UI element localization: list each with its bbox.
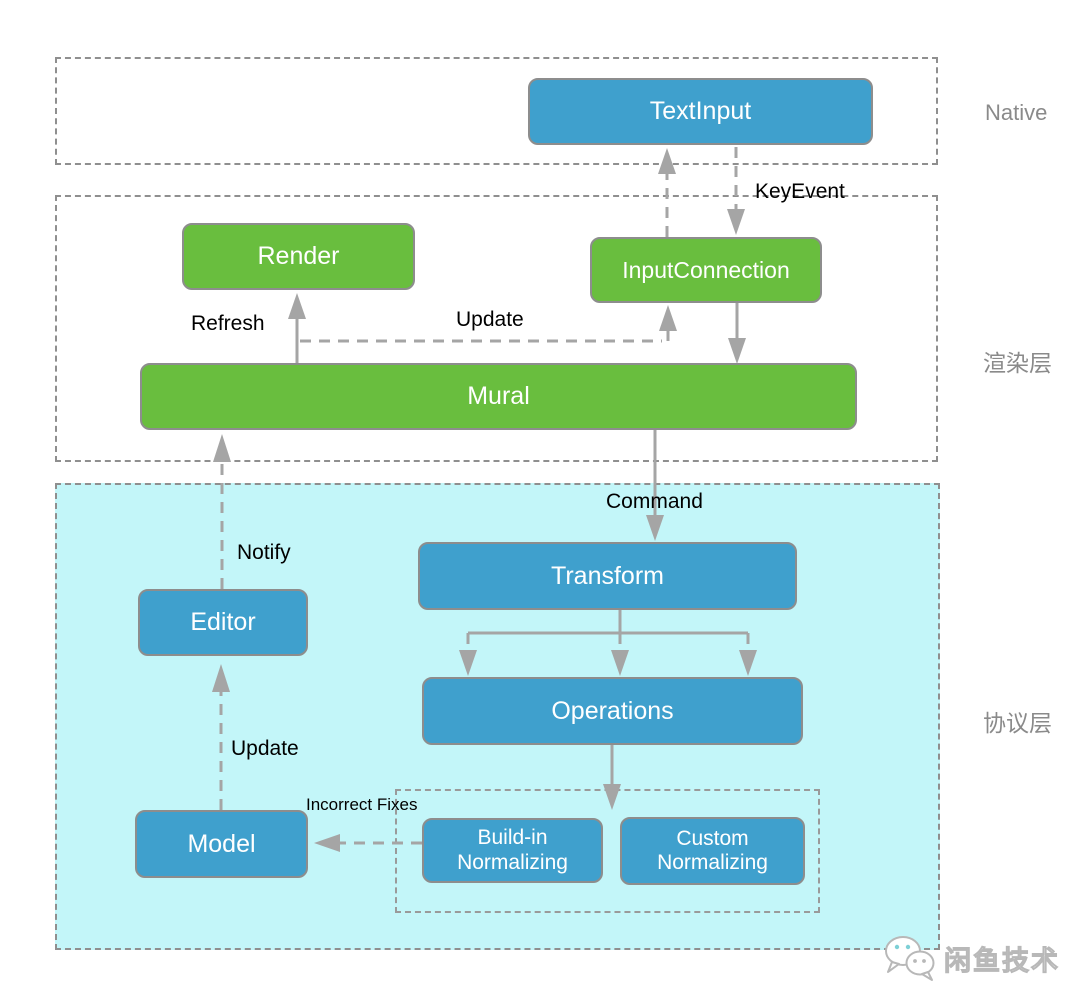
edge-label-refresh: Refresh (191, 312, 265, 335)
layer-label-render: 渲染层 (983, 350, 1052, 376)
layer-box-native (55, 57, 938, 165)
node-textinput-label: TextInput (649, 97, 752, 126)
node-custom-line2: Normalizing (657, 851, 768, 874)
edge-label-incorrect-fixes: Incorrect Fixes (306, 795, 418, 814)
chat-bubbles-icon (885, 936, 935, 981)
node-mural: Mural (140, 363, 857, 430)
layer-label-protocol: 协议层 (983, 710, 1052, 736)
node-render-label: Render (257, 242, 340, 271)
node-render: Render (182, 223, 415, 290)
node-input-connection-label: InputConnection (622, 256, 790, 283)
watermark-text: 闲鱼技术 (944, 945, 1060, 976)
edge-label-command: Command (606, 490, 703, 513)
layer-label-native: Native (985, 100, 1048, 125)
node-custom-normalizing: Custom Normalizing (620, 817, 805, 885)
watermark: 闲鱼技术 (882, 934, 1060, 982)
layer-box-render (55, 195, 938, 462)
node-custom-line1: Custom (676, 826, 749, 850)
node-operations-label: Operations (551, 696, 674, 725)
edge-label-update-model: Update (231, 737, 299, 760)
node-buildin-line2: Normalizing (457, 850, 568, 874)
node-operations: Operations (422, 677, 803, 745)
edge-label-keyevent: KeyEvent (755, 180, 845, 203)
node-input-connection: InputConnection (590, 237, 822, 303)
edge-label-update-render: Update (456, 308, 524, 331)
node-editor: Editor (138, 589, 308, 656)
node-textinput: TextInput (528, 78, 873, 145)
node-mural-label: Mural (467, 382, 530, 411)
node-transform: Transform (418, 542, 797, 610)
node-buildin-line1: Build-in (477, 826, 548, 850)
node-buildin-normalizing: Build-in Normalizing (422, 818, 603, 883)
node-model: Model (135, 810, 308, 878)
node-transform-label: Transform (551, 561, 664, 590)
edge-label-notify: Notify (237, 541, 291, 564)
node-editor-label: Editor (190, 608, 256, 637)
node-model-label: Model (187, 829, 256, 858)
